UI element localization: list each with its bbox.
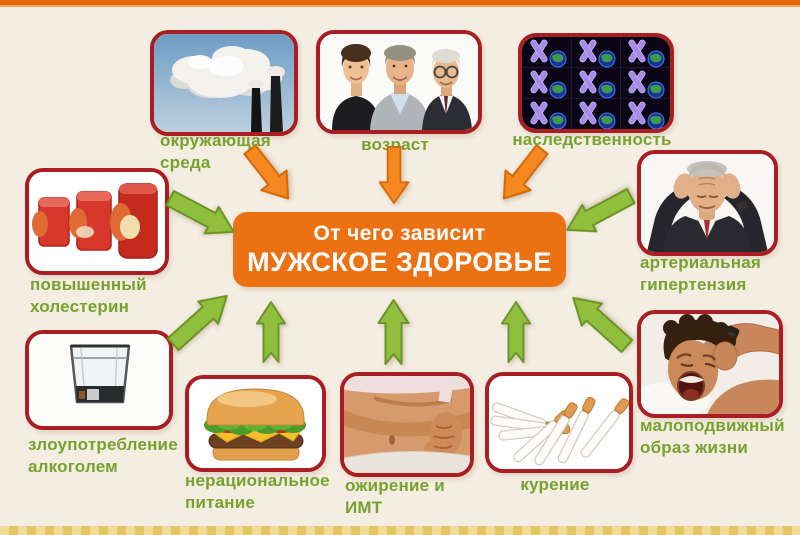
central-title-box: От чего зависит МУЖСКОЕ ЗДОРОВЬЕ (233, 212, 566, 287)
factor-label-smoking: курение (520, 475, 590, 494)
factor-label-sedentary: малоподвижный образ жизни (640, 416, 785, 457)
factor-label-obesity: ожирение и ИМТ (345, 476, 445, 517)
top-border-bar (0, 0, 800, 5)
factor-label-heredity: наследственность (512, 130, 672, 149)
factor-image-nutrition (185, 375, 326, 472)
factor-image-alcohol (25, 330, 173, 430)
factor-label-environment: окружающая среда (160, 131, 271, 172)
arrow-nutrition-to-center (256, 301, 286, 363)
arrow-environment-to-center (243, 144, 290, 200)
factor-image-heredity (518, 33, 674, 133)
chromosomes-icon (522, 37, 670, 129)
arrow-hypertension-to-center (566, 188, 636, 233)
factor-image-environment (150, 30, 298, 136)
factor-image-age (316, 30, 482, 134)
cigarettes-icon (489, 376, 629, 469)
arrow-alcohol-to-center (166, 294, 228, 352)
artery-icon (29, 172, 165, 271)
arrow-cholesterol-to-center (165, 190, 235, 235)
factor-image-obesity (340, 372, 474, 477)
factor-image-cholesterol (25, 168, 169, 275)
arrow-sedentary-to-center (572, 296, 634, 354)
arrow-smoking-to-center (501, 301, 531, 363)
factor-label-nutrition: нерациональное питание (185, 471, 330, 512)
belly-icon (344, 376, 470, 473)
top-border-bar-highlight (0, 5, 800, 7)
hamburger-icon (189, 379, 322, 468)
factor-label-cholesterol: повышенный холестерин (30, 275, 147, 316)
headache-man-icon (641, 154, 774, 252)
factor-label-hypertension: артериальная гипертензия (640, 253, 761, 294)
arrow-obesity-to-center (377, 299, 410, 365)
factor-image-hypertension (637, 150, 778, 256)
factor-image-smoking (485, 372, 633, 473)
smokestacks-icon (154, 34, 294, 132)
factor-image-sedentary (637, 310, 783, 418)
factor-label-alcohol: злоупотребление алкоголем (28, 435, 178, 476)
title-line2: МУЖСКОЕ ЗДОРОВЬЕ (247, 246, 552, 277)
factor-label-age: возраст (361, 135, 429, 154)
alcohol-glass-icon (29, 334, 169, 426)
three-men-icon (320, 34, 478, 130)
title-line1: От чего зависит (313, 221, 486, 245)
bottom-border-bar (0, 526, 800, 535)
arrow-age-to-center (378, 146, 410, 204)
arrow-heredity-to-center (502, 144, 549, 200)
yawning-man-icon (641, 314, 779, 414)
